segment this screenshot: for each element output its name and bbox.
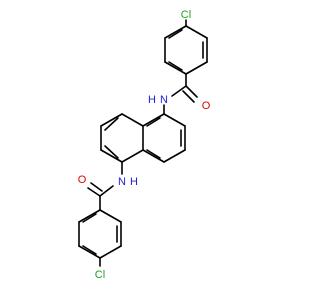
bond	[168, 29, 183, 39]
chlorine-atom-label: Cl	[181, 9, 191, 21]
bond	[164, 61, 187, 75]
bond	[78, 245, 101, 259]
bond	[182, 90, 195, 103]
bond	[99, 209, 122, 223]
bond	[87, 187, 101, 197]
nitrogen-atom-label: N	[118, 176, 126, 188]
bond	[171, 85, 187, 97]
bond	[163, 113, 186, 127]
atom-label-layer: Cl O N H N H O Cl	[78, 9, 211, 281]
bond	[99, 245, 122, 259]
oxygen-atom-label: O	[202, 100, 211, 112]
nitrogen-atom-label: N	[160, 94, 168, 106]
bond	[185, 85, 198, 98]
bond	[142, 149, 165, 163]
bond	[82, 213, 97, 223]
bond	[164, 25, 187, 39]
hydrogen-atom-label: H	[148, 94, 156, 106]
chlorine-atom-label: Cl	[95, 269, 105, 281]
hydrogen-atom-label: H	[130, 176, 138, 188]
bond-layer	[78, 19, 208, 267]
bond	[142, 113, 165, 127]
bond	[146, 117, 161, 127]
bond	[146, 149, 161, 159]
bond	[100, 149, 123, 163]
bond	[163, 149, 186, 163]
bond	[78, 209, 101, 223]
molecule-drawing: Cl O N H N H O Cl	[78, 9, 211, 281]
bond	[99, 185, 114, 197]
bond	[104, 145, 119, 159]
bond	[121, 149, 144, 163]
bond	[185, 25, 208, 39]
bond	[168, 61, 183, 71]
bond	[82, 245, 97, 255]
bond	[121, 113, 144, 127]
bond	[185, 61, 208, 75]
structure-canvas: Cl O N H N H O Cl	[78, 9, 211, 281]
bond	[90, 182, 103, 192]
bond	[104, 117, 119, 131]
oxygen-atom-label: O	[78, 174, 87, 186]
bond	[100, 113, 123, 127]
